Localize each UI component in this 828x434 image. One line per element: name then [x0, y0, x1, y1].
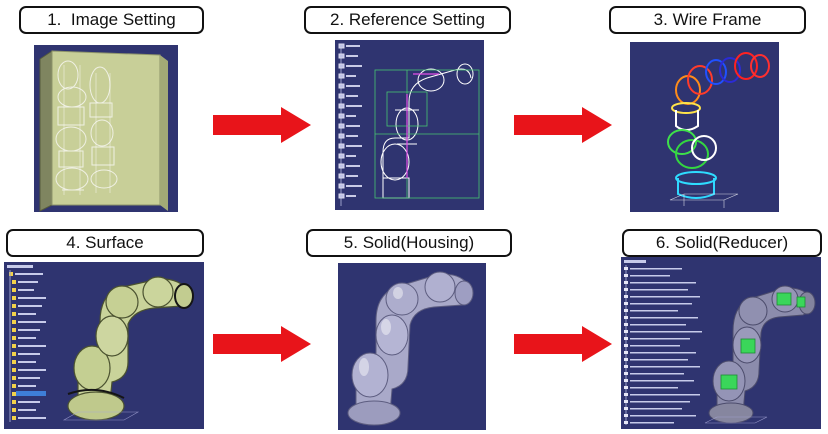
step-5-number: 5.: [343, 233, 358, 252]
step-4-label: 4. Surface: [6, 229, 204, 257]
right-arrow-icon: [514, 326, 612, 362]
image-setting-viewport: [34, 45, 178, 212]
step-4-number: 4.: [66, 233, 81, 252]
solid-housing-viewport: [338, 263, 486, 430]
surface-viewport: [4, 262, 204, 429]
step-1-title: Image Setting: [70, 10, 176, 29]
right-arrow-icon: [213, 107, 311, 143]
right-arrow-icon: [213, 326, 311, 362]
step-6-title: Solid(Reducer): [674, 233, 789, 252]
step-1-number: 1.: [47, 10, 62, 29]
feature-tree-icon: [7, 265, 46, 422]
step-2-title: Reference Setting: [348, 10, 485, 29]
step-6-label: 6. Solid(Reducer): [622, 229, 822, 257]
step-2-label: 2. Reference Setting: [304, 6, 511, 34]
reference-setting-viewport: [335, 40, 484, 210]
feature-tree-icon: [338, 43, 362, 206]
step-6-number: 6.: [655, 233, 671, 252]
step-5-label: 5. Solid(Housing): [306, 229, 512, 257]
right-arrow-icon: [514, 107, 612, 143]
solid-reducer-viewport: [621, 257, 821, 429]
step-3-number: 3.: [653, 10, 668, 29]
step-3-title: Wire Frame: [672, 10, 762, 29]
step-3-label: 3. Wire Frame: [609, 6, 806, 34]
step-4-title: Surface: [85, 233, 144, 252]
step-1-label: 1. Image Setting: [19, 6, 204, 34]
step-2-number: 2.: [329, 10, 345, 29]
wire-frame-viewport: [630, 42, 779, 212]
step-5-title: Solid(Housing): [362, 233, 475, 252]
feature-tree-icon: [624, 260, 702, 425]
